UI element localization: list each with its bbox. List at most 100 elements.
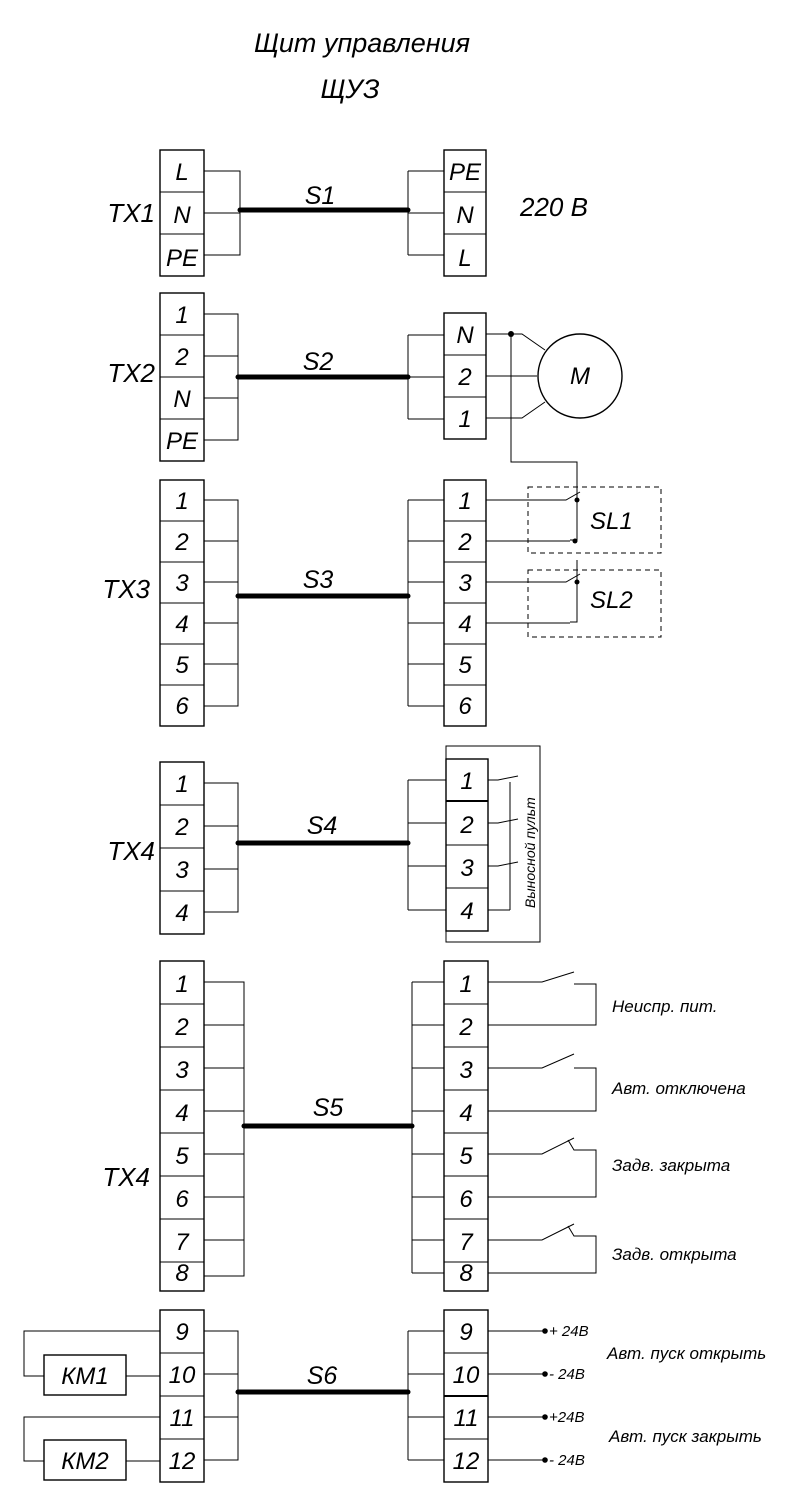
- left-terminal: 3: [175, 1057, 189, 1084]
- voltage-label: +24В: [549, 1409, 584, 1426]
- left-terminal-block: [159, 960, 205, 1292]
- cable-label: S5: [313, 1094, 344, 1122]
- left-terminal: 1: [175, 488, 188, 515]
- right-terminal: 1: [459, 971, 472, 998]
- voltage-label: - 24В: [549, 1366, 585, 1383]
- voltage-label: + 24В: [549, 1323, 589, 1340]
- left-terminal: 4: [175, 900, 188, 927]
- left-terminal: PE: [166, 245, 199, 272]
- block-tx1: TX1 L N PE S1 PE N L 220 В: [107, 149, 588, 277]
- right-terminal: 6: [458, 693, 472, 720]
- right-terminal: 7: [459, 1229, 474, 1256]
- right-terminal: 1: [458, 406, 471, 433]
- title-line2: ЩУЗ: [320, 74, 379, 104]
- left-terminal: 2: [174, 1014, 188, 1041]
- tx-label: TX4: [107, 836, 155, 866]
- left-terminal: 3: [175, 570, 189, 597]
- right-terminal: 5: [459, 1143, 473, 1170]
- tx-label: TX4: [102, 1162, 150, 1192]
- right-terminal: 3: [460, 855, 474, 882]
- sensor-label: SL1: [590, 508, 633, 535]
- cable-label: S2: [303, 348, 334, 376]
- right-terminal: 11: [454, 1405, 479, 1432]
- left-terminal: 1: [175, 971, 188, 998]
- right-terminal: 6: [459, 1186, 473, 1213]
- cable-label: S6: [307, 1362, 338, 1390]
- left-terminal: 12: [169, 1448, 196, 1475]
- left-terminal: N: [173, 202, 191, 229]
- left-terminal: 2: [174, 529, 188, 556]
- left-terminal: 9: [175, 1319, 188, 1346]
- motor-label: M: [570, 363, 590, 390]
- left-terminal: 6: [175, 693, 189, 720]
- right-terminal: 2: [457, 529, 471, 556]
- right-terminal: 3: [458, 570, 472, 597]
- tx-label: TX2: [107, 358, 155, 388]
- left-terminal: 6: [175, 1186, 189, 1213]
- cable-label: S4: [307, 812, 338, 840]
- tx-label: TX3: [102, 574, 150, 604]
- left-terminal: 8: [175, 1260, 189, 1287]
- right-terminal: 1: [458, 488, 471, 515]
- right-terminal: 2: [459, 812, 473, 839]
- relay-km1: [43, 1354, 127, 1396]
- tx-label: TX1: [107, 198, 155, 228]
- sensor-label: SL2: [590, 587, 633, 614]
- left-terminal: 4: [175, 611, 188, 638]
- right-terminal: N: [456, 322, 474, 349]
- right-terminal: 8: [459, 1260, 473, 1287]
- block-s6: 9 10 11 12 S6 КМ1 КМ2 9 10 11 12 + 24В -…: [23, 1309, 766, 1483]
- voltage-label: - 24В: [549, 1452, 585, 1469]
- right-terminal: 3: [459, 1057, 473, 1084]
- right-terminal: 4: [460, 898, 473, 925]
- right-terminal: 1: [460, 768, 473, 795]
- cable-label: S3: [303, 566, 334, 594]
- right-terminal: 4: [458, 611, 471, 638]
- relay-label: КМ1: [61, 1363, 108, 1390]
- remote-panel-label: Выносной пульт: [522, 797, 538, 908]
- right-terminal-block: [443, 149, 487, 277]
- left-terminal: 2: [174, 344, 188, 371]
- right-terminal: N: [456, 202, 474, 229]
- right-terminal: 5: [458, 652, 472, 679]
- signal-label: Авт. отключена: [611, 1079, 746, 1098]
- right-terminal: 2: [457, 364, 471, 391]
- relay-km2: [43, 1439, 127, 1481]
- left-terminal: 1: [175, 771, 188, 798]
- left-terminal: 1: [175, 302, 188, 329]
- right-terminal: 12: [453, 1448, 480, 1475]
- left-terminal: 11: [170, 1405, 195, 1432]
- left-terminal: 5: [175, 1143, 189, 1170]
- block-tx4-s4: TX4 1 2 3 4 S4 1 2 3 4 Выносной пульт: [107, 745, 541, 943]
- left-terminal: N: [173, 386, 191, 413]
- right-terminal: 2: [458, 1014, 472, 1041]
- command-label: Авт. пуск открыть: [606, 1344, 766, 1363]
- left-terminal: PE: [166, 428, 199, 455]
- left-terminal: 4: [175, 1100, 188, 1127]
- title-line1: Щит управления: [254, 28, 470, 58]
- relay-label: КМ2: [61, 1448, 108, 1475]
- signal-label: Задв. закрыта: [612, 1156, 730, 1175]
- right-terminal: PE: [449, 159, 482, 186]
- left-terminal: 2: [174, 814, 188, 841]
- block-tx3: TX3 1 2 3 4 5 6 S3 1 2 3 4 5 6 SL1 SL2: [102, 479, 662, 727]
- right-terminal: 9: [459, 1319, 472, 1346]
- right-terminal-block: [443, 960, 489, 1292]
- command-label: Авт. пуск закрыть: [608, 1427, 762, 1446]
- voltage-label: 220 В: [519, 192, 588, 222]
- signal-label: Задв. открыта: [612, 1245, 737, 1264]
- block-tx2: TX2 1 2 N PE S2 N 2 1 M: [107, 292, 623, 500]
- right-terminal: 10: [453, 1362, 480, 1389]
- left-terminal: 3: [175, 857, 189, 884]
- signal-label: Неиспр. пит.: [612, 997, 717, 1016]
- sensor-sl1-frame: [527, 486, 662, 554]
- right-terminal: 4: [459, 1100, 472, 1127]
- right-terminal: L: [458, 245, 471, 272]
- right-terminal-block: [443, 312, 487, 440]
- cable-label: S1: [305, 182, 336, 210]
- left-terminal: L: [175, 159, 188, 186]
- motor-icon: [537, 333, 623, 419]
- left-terminal: 10: [169, 1362, 196, 1389]
- sensor-sl2-frame: [527, 569, 662, 638]
